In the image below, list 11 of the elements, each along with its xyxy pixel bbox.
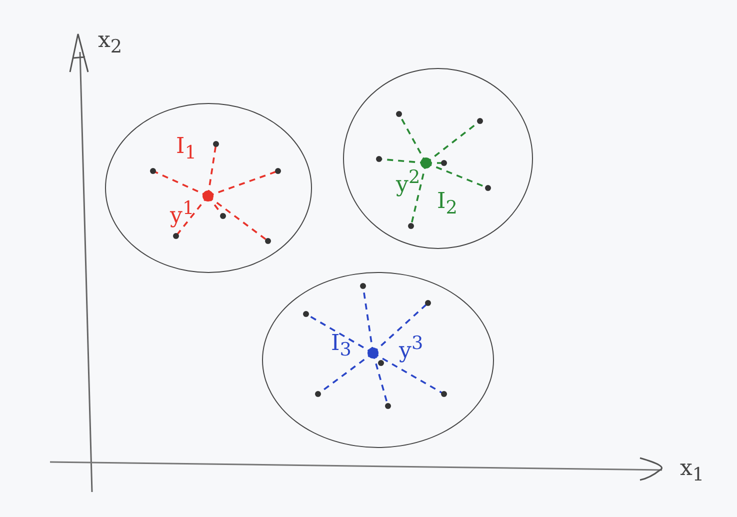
cluster-label: I$_{2}$	[437, 191, 458, 218]
cluster-label: I$_{1}$	[176, 136, 196, 163]
cluster-label: I$_{3}$	[331, 333, 352, 360]
cluster-ellipse	[105, 103, 312, 273]
axis-label: x$_{1}$	[680, 458, 704, 485]
centroid-label: y$^{3}$	[399, 335, 424, 362]
cluster-ellipse	[262, 272, 494, 448]
axis-label: x$_{2}$	[98, 30, 122, 57]
centroid-label: y$^{1}$	[170, 200, 194, 228]
centroid-label: y$^{2}$	[396, 169, 420, 196]
cluster-ellipse	[343, 68, 533, 249]
